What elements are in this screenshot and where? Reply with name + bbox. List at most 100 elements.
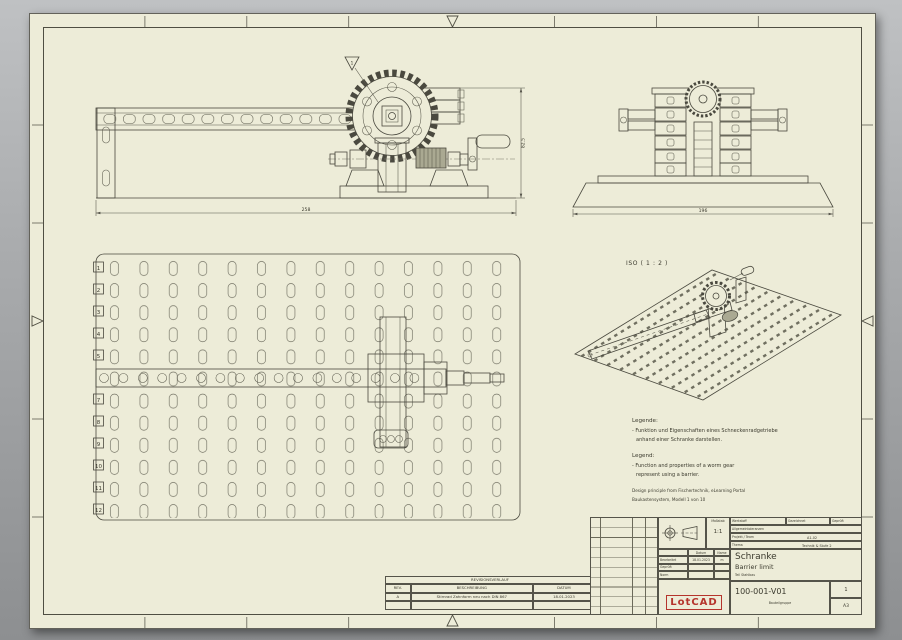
sheet-number: 1 [844, 587, 848, 593]
approval-row-date: 18.01.2023 [688, 556, 714, 564]
row-tag: 3 [97, 310, 101, 316]
scale-label: Maßstab [711, 518, 725, 523]
center-mark-bottom [446, 613, 459, 627]
approval-header-blank [658, 549, 688, 556]
title-cell: Schranke Barrier limit Teil Stahlbau [730, 549, 862, 581]
legend-source-line: Baukastensystem, Modell 1 von 10 [632, 496, 706, 502]
approval-header-name: Name [714, 549, 730, 556]
project-value: A1-02 [807, 535, 818, 540]
revision-col-rev: REV. [385, 584, 411, 593]
row-tag: 4 [97, 332, 101, 338]
legend-en-line: - Function and properties of a worm gear [632, 463, 735, 470]
crank-handle [467, 134, 511, 171]
legend-en-line: represent using a barrier. [636, 471, 700, 478]
drawing-sheet: 1 [29, 13, 876, 629]
approval-date: 18.01.2023 [692, 557, 710, 562]
dim-width-value: 196 [699, 208, 708, 214]
row-tag: 11 [95, 486, 102, 492]
approval-label: Norm [660, 572, 669, 577]
revision-table: REVISIONSVERLAUF REV. BESCHREIBUNG DATUM… [385, 576, 595, 610]
logo-cell: LotCAD [658, 579, 730, 615]
dimension-width: 196 [572, 208, 834, 217]
approval-row-label: Norm [658, 571, 688, 579]
scale-value: 1:1 [713, 529, 723, 535]
approval-name: m [720, 557, 724, 562]
revision-col-date: DATUM [532, 584, 595, 593]
revision-col-desc: BESCHREIBUNG [410, 584, 533, 593]
approval-header-date: Datum [688, 549, 714, 556]
field-label: Allgemeintoleranzen [732, 526, 764, 531]
revision-empty-cell [410, 601, 533, 610]
title-block: Maßstab 1:1 Datum Name Bearbeitet 18.01.… [590, 517, 862, 615]
field-label: Werkstoff [732, 518, 747, 523]
field-label: Geprüft [832, 518, 844, 523]
approval-row-name: m [714, 556, 730, 564]
dimension-length: 258 [95, 200, 517, 216]
first-angle-projection-icon [662, 525, 699, 541]
legend-de-title: Legende: [632, 418, 658, 424]
plan-mechanism [367, 316, 448, 449]
field-project: Projekt / Team A1-02 [730, 533, 862, 541]
balloon-label: 1 [351, 61, 354, 67]
row-tag: 9 [97, 442, 101, 448]
field-checked: Geprüft [830, 517, 862, 525]
field-material: Werkstoff [730, 517, 786, 525]
worm-wheel-gear [345, 69, 439, 163]
parts-list-grid [590, 517, 658, 615]
plan-row-tags: 1 2 3 4 5 7 8 9 10 11 12 [93, 261, 104, 515]
revision-table-title: REVISIONSVERLAUF [385, 576, 595, 585]
legend-de-line: - Funktion und Eigenschaften eines Schne… [632, 428, 778, 434]
view-plan: 1 2 3 4 5 7 8 9 10 11 12 [93, 253, 521, 521]
field-label: Projekt / Team [732, 534, 754, 539]
front-gear [684, 80, 722, 118]
view-front-elevation: 196 [572, 80, 834, 217]
drawing-number: 100-001-V01 [735, 587, 787, 596]
approval-row-label: Bearbeitet [658, 556, 688, 564]
approval-row-label: Geprüft [658, 563, 688, 572]
lotcad-logo: LotCAD [666, 595, 722, 610]
drawing-line-art: 1 [31, 15, 874, 628]
field-tolerance: Allgemeintoleranzen [730, 525, 862, 533]
approval-row-date [688, 563, 714, 572]
dim-length-value: 258 [302, 207, 311, 213]
drawing-number-cell: 100-001-V01 Bauteilgruppe [730, 581, 830, 615]
topic-value: Technik & Stufe 2 [802, 543, 832, 548]
drawing-subtitle: Barrier limit [735, 563, 774, 571]
center-mark-top [446, 15, 459, 29]
approval-name-col: Name [717, 550, 727, 555]
row-tag: 10 [95, 464, 102, 470]
iso-view-caption: ISO ( 1 : 2 ) [626, 260, 668, 267]
legend-en-title: Legend: [632, 453, 655, 460]
row-tag: 2 [97, 288, 101, 294]
revision-row-rev: A [385, 592, 411, 602]
frame-zone-ticks [31, 15, 874, 628]
center-mark-left [31, 315, 45, 327]
iso-mechanism [693, 265, 755, 338]
approval-row-name [714, 563, 730, 572]
dim-height-value: 82.5 [521, 138, 527, 148]
sheet-number-cell: 1 [830, 581, 862, 598]
center-mark-right [860, 315, 874, 327]
worm-gear [415, 147, 447, 169]
field-label: Gezeichnet [788, 518, 806, 523]
row-tag: 7 [97, 398, 101, 404]
view-side-elevation: 1 [95, 56, 527, 216]
legend-source-line: Design principle from Fischertechnik, eL… [632, 488, 746, 494]
drawing-title-note: Teil Stahlbau [735, 573, 756, 577]
paper-format: A3 [843, 604, 849, 609]
approval-label: Geprüft [660, 565, 672, 570]
drawing-title: Schranke [735, 552, 777, 562]
approval-date-col: Datum [695, 550, 707, 555]
projection-symbol-cell [658, 517, 706, 549]
approval-row-name [714, 571, 730, 579]
approval-row-date [688, 571, 714, 579]
scale-cell: Maßstab 1:1 [706, 517, 730, 549]
row-tag: 1 [97, 266, 101, 272]
dimension-height: 82.5 [460, 87, 527, 199]
approval-label: Bearbeitet [660, 557, 677, 562]
revision-empty-cell [385, 601, 411, 610]
field-label: Thema [732, 542, 743, 547]
field-topic: Thema Technik & Stufe 2 [730, 541, 862, 549]
balloon-flag: 1 [344, 56, 379, 103]
legend-de-line: anhand einer Schranke darstellen. [636, 436, 723, 443]
